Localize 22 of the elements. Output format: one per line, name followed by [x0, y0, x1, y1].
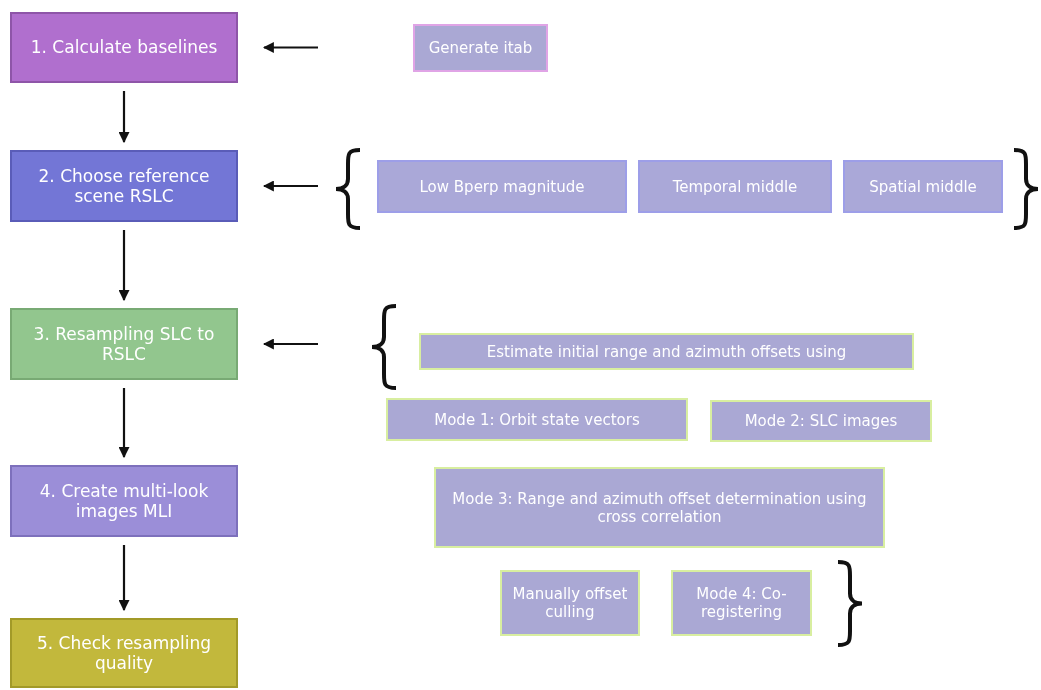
- step-box: 2. Choose reference scene RSLC: [10, 150, 238, 222]
- option-box: Mode 3: Range and azimuth offset determination using cross correlation: [434, 467, 885, 548]
- option-box: Manually offset culling: [500, 570, 640, 636]
- arrow: [118, 545, 130, 612]
- arrow: [262, 180, 318, 192]
- arrow: [118, 388, 130, 459]
- step-box: 4. Create multi-look images MLI: [10, 465, 238, 537]
- arrow: [118, 91, 130, 144]
- option-box: Low Bperp magnitude: [377, 160, 627, 213]
- option-box: Spatial middle: [843, 160, 1003, 213]
- option-box: Mode 1: Orbit state vectors: [386, 398, 688, 441]
- step-box: 1. Calculate baselines: [10, 12, 238, 83]
- option-box: Mode 4: Co-registering: [671, 570, 812, 636]
- arrow: [262, 42, 318, 53]
- option-box: Mode 2: SLC images: [710, 400, 932, 442]
- step-box: 5. Check resampling quality: [10, 618, 238, 688]
- option-box: Temporal middle: [638, 160, 832, 213]
- arrow: [118, 230, 130, 302]
- arrow: [262, 338, 318, 350]
- option-box: Generate itab: [413, 24, 548, 72]
- option-box: Estimate initial range and azimuth offsets using: [419, 333, 914, 370]
- step-box: 3. Resampling SLC to RSLC: [10, 308, 238, 380]
